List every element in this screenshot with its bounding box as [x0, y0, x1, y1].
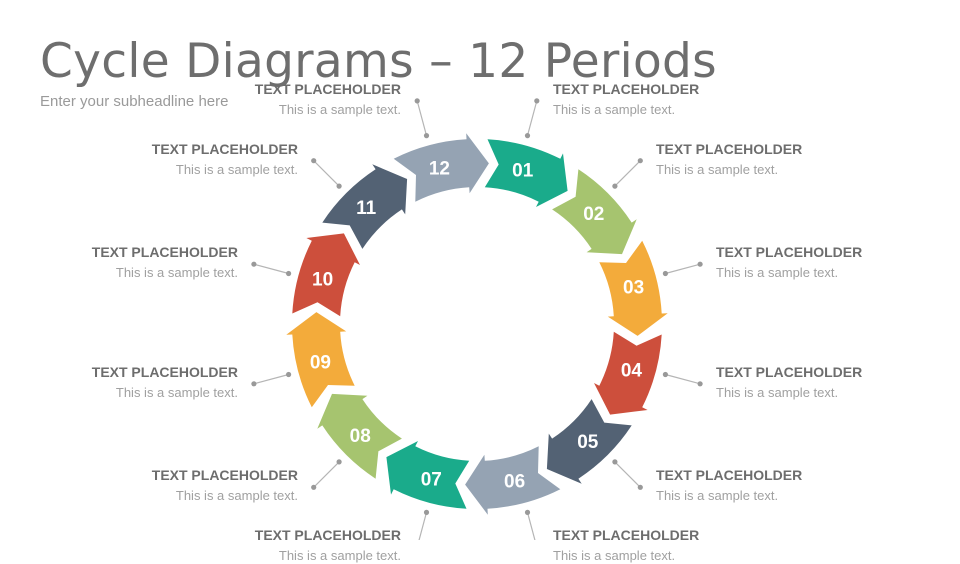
cycle-segment-05: [546, 399, 632, 484]
segment-number-10: 10: [312, 269, 333, 290]
label-title-10: TEXT PLACEHOLDER: [91, 244, 238, 260]
label-title-02: TEXT PLACEHOLDER: [656, 141, 803, 157]
connector-12: [414, 98, 430, 139]
connector-01: [524, 98, 540, 139]
segment-number-05: 05: [577, 432, 599, 453]
label-07: TEXT PLACEHOLDER This is a sample text.: [161, 527, 401, 564]
segment-number-07: 07: [421, 469, 442, 490]
segment-number-08: 08: [350, 426, 371, 447]
segment-number-04: 04: [621, 361, 643, 382]
segment-number-09: 09: [310, 353, 331, 374]
label-title-12: TEXT PLACEHOLDER: [254, 81, 401, 97]
label-text-07: This is a sample text.: [278, 548, 401, 563]
cycle-segment-06: [465, 446, 561, 515]
label-title-06: TEXT PLACEHOLDER: [553, 527, 700, 543]
segment-number-01: 01: [512, 161, 534, 182]
connector-09: [251, 371, 292, 387]
label-title-07: TEXT PLACEHOLDER: [254, 527, 401, 543]
label-title-01: TEXT PLACEHOLDER: [553, 81, 700, 97]
label-text-11: This is a sample text.: [175, 162, 298, 177]
segment-number-02: 02: [583, 204, 604, 225]
segment-number-06: 06: [504, 472, 525, 493]
label-title-11: TEXT PLACEHOLDER: [151, 141, 298, 157]
cycle-segment-08: [317, 393, 402, 479]
label-title-05: TEXT PLACEHOLDER: [656, 467, 803, 483]
connector-07: [418, 509, 430, 540]
label-text-08: This is a sample text.: [175, 488, 298, 503]
label-text-01: This is a sample text.: [553, 102, 676, 117]
connector-02: [612, 158, 643, 189]
cycle-segment-02: [552, 169, 637, 255]
label-06: TEXT PLACEHOLDER This is a sample text.: [553, 527, 793, 564]
cycle-segment-09: [286, 312, 355, 408]
connector-10: [251, 261, 292, 277]
label-text-10: This is a sample text.: [115, 265, 238, 280]
label-title-03: TEXT PLACEHOLDER: [716, 244, 863, 260]
segment-number-12: 12: [429, 158, 450, 179]
page-subtitle: Enter your subheadline here: [40, 93, 229, 110]
label-09: TEXT PLACEHOLDER This is a sample text.: [0, 364, 238, 401]
label-05: TEXT PLACEHOLDER This is a sample text.: [656, 467, 896, 504]
label-04: TEXT PLACEHOLDER This is a sample text.: [716, 364, 956, 401]
label-02: TEXT PLACEHOLDER This is a sample text.: [656, 141, 896, 178]
connector-05: [612, 459, 643, 490]
cycle-diagram: 01 02 03 04 05 06 07 08 09 10 11 12: [251, 98, 703, 540]
connector-04: [662, 371, 703, 387]
cycle-segment-03: [599, 240, 668, 336]
cycle-segment-12: [393, 133, 489, 202]
label-12: TEXT PLACEHOLDER This is a sample text.: [161, 81, 401, 118]
label-03: TEXT PLACEHOLDER This is a sample text.: [716, 244, 956, 281]
label-text-03: This is a sample text.: [716, 265, 839, 280]
segment-number-03: 03: [623, 277, 644, 298]
label-title-04: TEXT PLACEHOLDER: [716, 364, 863, 380]
label-text-09: This is a sample text.: [115, 385, 238, 400]
label-title-09: TEXT PLACEHOLDER: [91, 364, 238, 380]
label-title-08: TEXT PLACEHOLDER: [151, 467, 298, 483]
segment-number-11: 11: [356, 198, 377, 219]
label-11: TEXT PLACEHOLDER This is a sample text.: [58, 141, 298, 178]
cycle-segment-07: [386, 441, 470, 509]
page-title: Cycle Diagrams – 12 Periods: [40, 34, 717, 89]
connector-08: [311, 459, 342, 490]
connector-03: [662, 261, 703, 277]
label-text-12: This is a sample text.: [278, 102, 401, 117]
cycle-segment-11: [322, 164, 408, 249]
label-01: TEXT PLACEHOLDER This is a sample text.: [553, 81, 793, 118]
label-10: TEXT PLACEHOLDER This is a sample text.: [0, 244, 238, 281]
label-text-04: This is a sample text.: [716, 385, 839, 400]
label-text-02: This is a sample text.: [656, 162, 779, 177]
cycle-segment-04: [594, 331, 662, 415]
connector-06: [524, 509, 536, 540]
label-08: TEXT PLACEHOLDER This is a sample text.: [58, 467, 298, 504]
label-text-05: This is a sample text.: [656, 488, 779, 503]
cycle-segment-10: [292, 233, 360, 317]
connector-11: [311, 158, 342, 189]
cycle-segment-01: [484, 139, 568, 207]
label-text-06: This is a sample text.: [553, 548, 676, 563]
